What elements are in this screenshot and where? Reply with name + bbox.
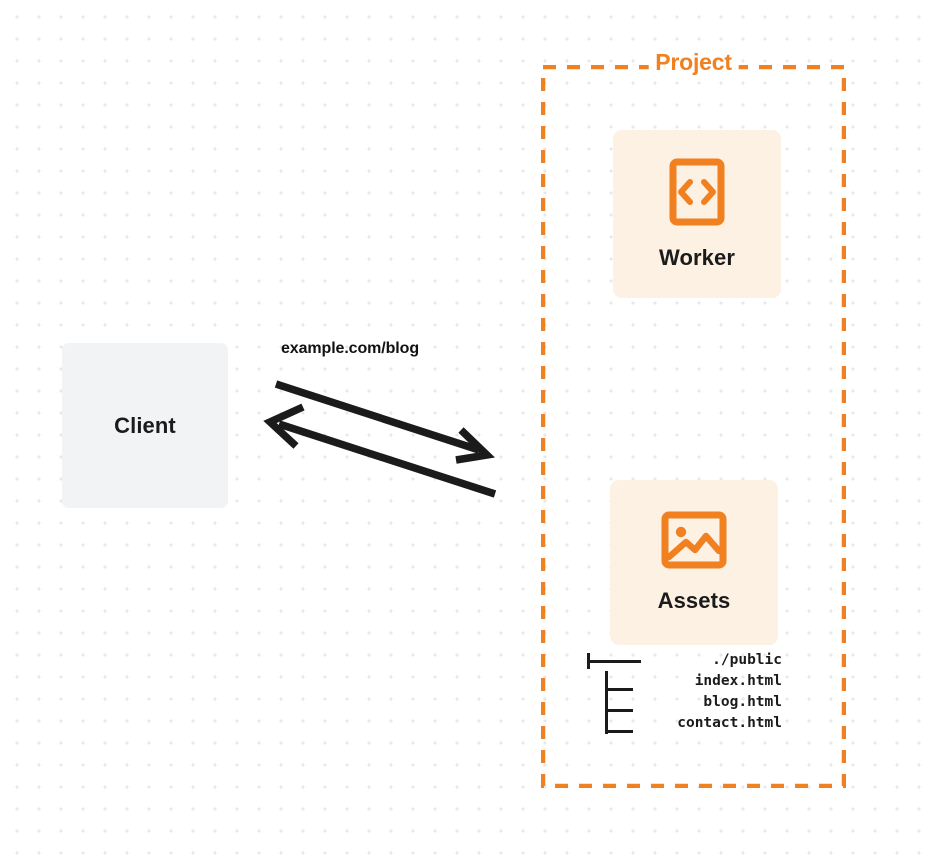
tree-file-label: blog.html — [703, 694, 782, 710]
image-icon — [661, 511, 727, 574]
tree-branch-file — [587, 713, 649, 734]
request-arrow — [274, 380, 496, 464]
tree-branch-root — [587, 650, 649, 671]
tree-root-label: ./public — [712, 652, 782, 668]
tree-row-file: index.html — [587, 671, 782, 692]
tree-row-file: contact.html — [587, 713, 782, 734]
client-label: Client — [114, 412, 176, 438]
client-node[interactable]: Client — [62, 343, 228, 508]
tree-file-label: contact.html — [677, 715, 782, 731]
assets-file-tree: ./public index.html blog.html — [587, 650, 782, 734]
tree-branch-file — [587, 692, 649, 713]
code-brackets-icon — [669, 158, 725, 231]
tree-row-file: blog.html — [587, 692, 782, 713]
tree-file-label: index.html — [694, 673, 782, 689]
project-title: Project — [648, 49, 739, 76]
tree-row-root: ./public — [587, 650, 782, 671]
response-arrow — [263, 403, 497, 498]
tree-branch-file — [587, 671, 649, 692]
worker-label: Worker — [659, 244, 735, 270]
project-container[interactable]: Project Worker Assets — [541, 49, 846, 788]
worker-card[interactable]: Worker — [613, 130, 781, 298]
connection-url-label: example.com/blog — [281, 340, 419, 357]
assets-label: Assets — [657, 588, 731, 613]
assets-card[interactable]: Assets — [610, 480, 778, 645]
